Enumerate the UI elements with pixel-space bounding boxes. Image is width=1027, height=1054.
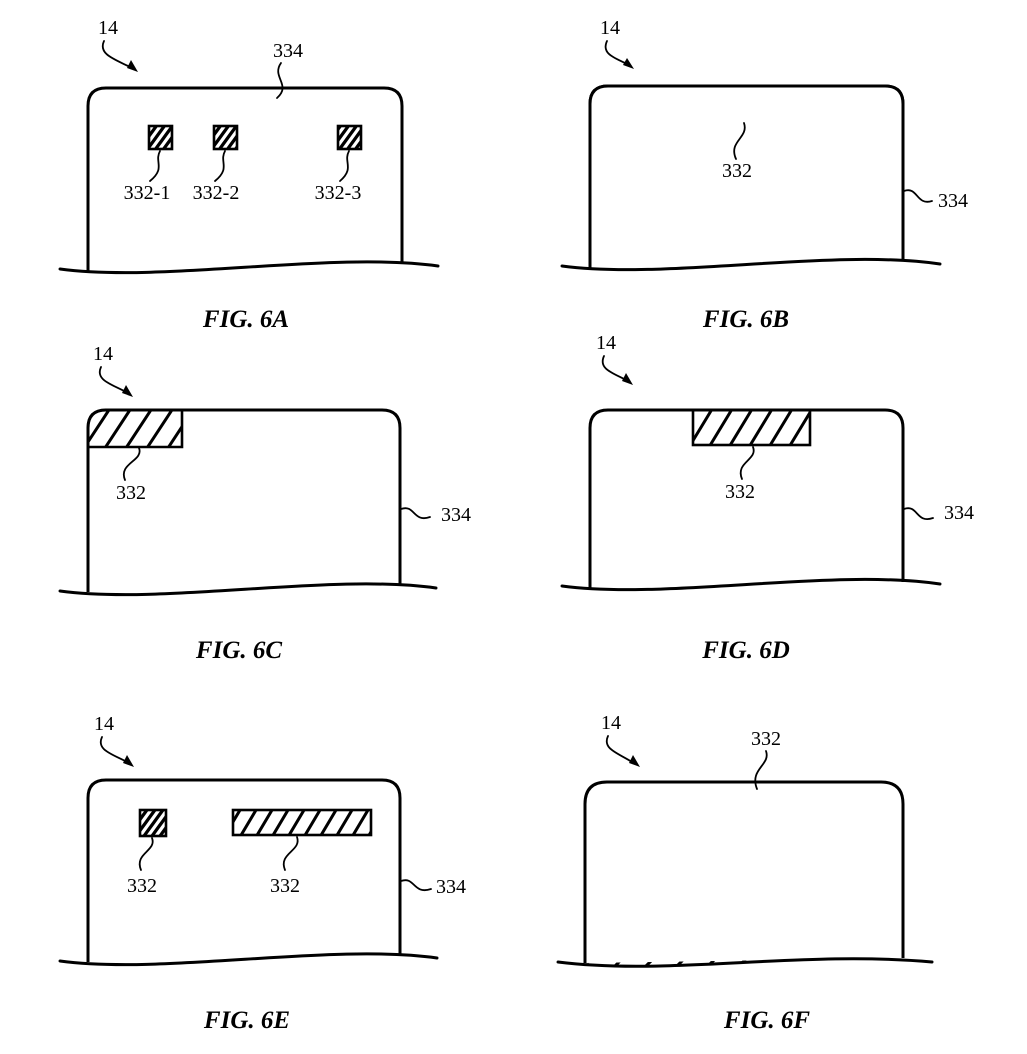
label-332: 332 (116, 482, 146, 504)
ref-arrow-line-14 (601, 355, 627, 381)
device-outline-overstroke (588, 84, 905, 269)
ref-arrow-line-14 (99, 736, 128, 763)
hatched-region-332-2 (212, 124, 239, 151)
device-outline (86, 86, 404, 272)
bottom-break-line (560, 577, 942, 592)
ref-arrow-line-14 (101, 40, 131, 68)
device-outline (86, 778, 402, 962)
ref-arrowhead-14 (127, 60, 138, 72)
label-14: 14 (93, 343, 113, 365)
hatched-region-332 (691, 408, 812, 447)
label-332: 332 (751, 728, 781, 750)
hatched-region-332 (86, 408, 184, 449)
label-14: 14 (596, 332, 616, 354)
leader-line-332 (733, 122, 746, 160)
leader-line-332-3 (339, 150, 350, 182)
figure-6b: 332 334 14 FIG. 6B (560, 17, 968, 333)
leader-line-332 (122, 447, 141, 481)
label-334: 334 (938, 190, 968, 212)
leader-line-332-right (282, 836, 299, 871)
leader-line-334 (903, 189, 933, 203)
bottom-break-line (58, 260, 440, 275)
figure-caption-6f: FIG. 6F (723, 1007, 810, 1034)
hatched-region-332-3 (336, 124, 363, 151)
bottom-break-line (58, 952, 439, 967)
label-14: 14 (98, 17, 118, 39)
label-332-right: 332 (270, 875, 300, 897)
figure-caption-6b: FIG. 6B (702, 306, 789, 333)
ref-arrow-line-14 (604, 40, 628, 65)
leader-line-332 (739, 446, 755, 480)
figure-6d: 332 334 14 FIG. 6D (560, 332, 974, 664)
device-outline (583, 780, 905, 963)
label-334: 334 (436, 876, 466, 898)
leader-line-334 (903, 507, 934, 521)
bottom-break-line (560, 257, 942, 272)
label-14: 14 (94, 713, 114, 735)
hatched-region-332-square (138, 808, 168, 838)
figure-caption-6c: FIG. 6C (195, 637, 282, 664)
figure-6e: 332 332 334 14 FIG. 6E (58, 713, 466, 1034)
ref-arrowhead-14 (629, 755, 640, 767)
figure-6c: 332 334 14 FIG. 6C (58, 343, 471, 664)
label-334: 334 (441, 504, 471, 526)
hatched-region-332-1 (147, 124, 174, 151)
label-334: 334 (944, 502, 974, 524)
hatched-region-332-bar (231, 808, 373, 837)
bottom-break-line (58, 582, 438, 597)
ref-arrowhead-14 (623, 58, 634, 69)
label-332-1: 332-1 (124, 182, 171, 204)
label-332-left: 332 (127, 875, 157, 897)
label-332-2: 332-2 (193, 182, 240, 204)
leader-line-334 (400, 507, 431, 520)
leader-line-332-left (138, 837, 154, 871)
figure-caption-6d: FIG. 6D (701, 637, 790, 664)
label-14: 14 (600, 17, 620, 39)
label-332-3: 332-3 (315, 182, 362, 204)
figure-caption-6a: FIG. 6A (202, 306, 289, 333)
figure-caption-6e: FIG. 6E (203, 1007, 290, 1034)
leader-line-334 (276, 62, 284, 99)
ref-arrow-line-14 (605, 735, 633, 763)
ref-arrowhead-14 (122, 385, 133, 397)
leader-line-332-2 (214, 150, 226, 182)
leader-line-332-1 (149, 150, 161, 182)
figure-6f: 332 14 FIG. 6F (556, 712, 934, 1034)
figure-6a: 332-1 332-2 332-3 334 14 FIG. 6A (58, 17, 440, 333)
ref-arrowhead-14 (622, 373, 633, 385)
label-332: 332 (725, 481, 755, 503)
label-332: 332 (722, 160, 752, 182)
leader-line-332 (754, 750, 768, 790)
leader-line-334 (400, 879, 432, 892)
label-14: 14 (601, 712, 621, 734)
ref-arrowhead-14 (123, 755, 134, 767)
ref-arrow-line-14 (98, 366, 127, 393)
label-334: 334 (273, 40, 303, 62)
bottom-break-line (556, 957, 934, 968)
